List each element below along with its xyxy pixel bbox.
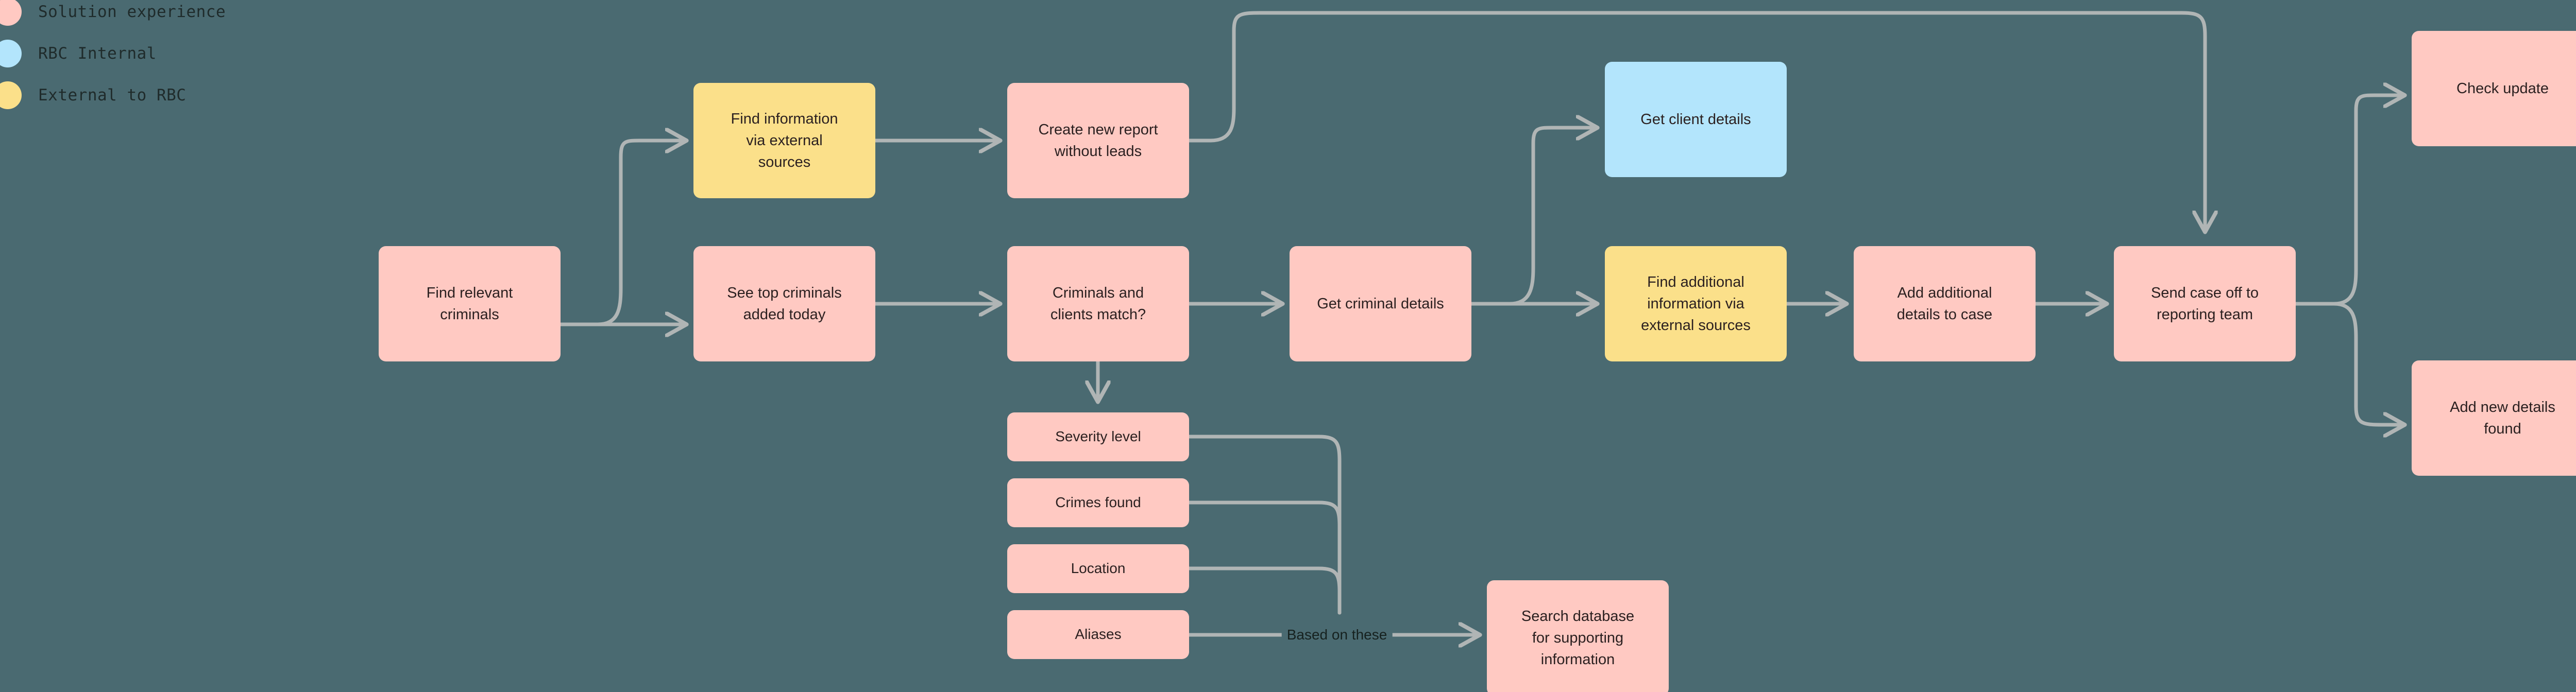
- edge-find-relevant-to-find-information: [596, 141, 685, 326]
- edge-label-based-on-these: Based on these: [1281, 626, 1393, 644]
- legend-swatch-external-to-rbc: [0, 81, 22, 109]
- legend-label-external-to-rbc: External to RBC: [38, 86, 187, 105]
- legend-label-rbc-internal: RBC Internal: [38, 44, 157, 63]
- node-severity-level[interactable]: Severity level: [1007, 412, 1189, 461]
- node-location[interactable]: Location: [1007, 544, 1189, 593]
- node-add-additional-details[interactable]: Add additional details to case: [1854, 246, 2036, 361]
- node-create-new-report[interactable]: Create new report without leads: [1007, 83, 1189, 198]
- edge-get-criminal-details-to-get-client: [1507, 128, 1596, 306]
- node-aliases[interactable]: Aliases: [1007, 610, 1189, 659]
- node-search-database[interactable]: Search database for supporting informati…: [1487, 580, 1669, 692]
- node-add-new-details-found[interactable]: Add new details found: [2412, 360, 2576, 476]
- edge-send-case-off-to-add-new-details: [2332, 302, 2403, 425]
- node-find-information-external[interactable]: Find information via external sources: [693, 83, 875, 198]
- node-find-relevant-criminals[interactable]: Find relevant criminals: [379, 246, 561, 361]
- edge-location-to-based-on-these: [1187, 566, 1342, 615]
- edge-send-case-off-to-check-update: [2332, 95, 2403, 306]
- legend-swatch-solution-experience: [0, 0, 22, 26]
- legend: Solution experience RBC Internal Externa…: [0, 0, 361, 125]
- edge-crimes-found-to-based-on-these: [1187, 500, 1342, 615]
- node-find-additional-info[interactable]: Find additional information via external…: [1605, 246, 1787, 361]
- legend-item-external-to-rbc: External to RBC: [0, 81, 361, 109]
- node-criminals-clients-match[interactable]: Criminals and clients match?: [1007, 246, 1189, 361]
- node-send-case-off[interactable]: Send case off to reporting team: [2114, 246, 2296, 361]
- edge-severity-level-to-based-on-these: [1187, 435, 1342, 615]
- node-see-top-criminals[interactable]: See top criminals added today: [693, 246, 875, 361]
- legend-swatch-rbc-internal: [0, 40, 22, 67]
- node-check-update[interactable]: Check update: [2412, 31, 2576, 146]
- legend-item-rbc-internal: RBC Internal: [0, 40, 361, 67]
- legend-item-solution-experience: Solution experience: [0, 0, 361, 26]
- node-crimes-found[interactable]: Crimes found: [1007, 478, 1189, 527]
- node-get-criminal-details[interactable]: Get criminal details: [1290, 246, 1471, 361]
- legend-label-solution-experience: Solution experience: [38, 3, 226, 21]
- node-get-client-details[interactable]: Get client details: [1605, 62, 1787, 177]
